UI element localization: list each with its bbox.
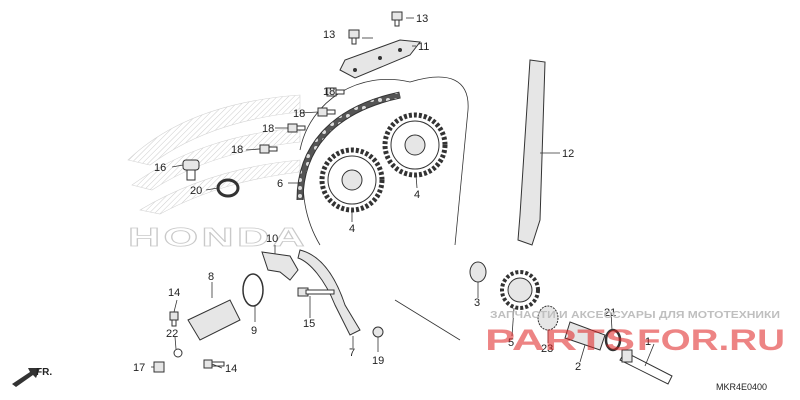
callout-20: 20 (190, 185, 202, 197)
callout-2: 2 (575, 361, 581, 373)
callout-9: 9 (251, 325, 257, 337)
part-6-cam-chain-links (297, 92, 401, 201)
callout-8: 8 (208, 271, 214, 283)
callout-1: 1 (645, 336, 651, 348)
honda-watermark-text: HONDA (128, 222, 308, 252)
callout-labels: 1 2 3 4 4 5 6 7 8 9 10 11 12 13 13 14 14… (133, 13, 651, 375)
diagram-code: MKR4E0400 (716, 382, 767, 392)
part-16-bolt (182, 159, 200, 181)
callout-4-b: 4 (414, 189, 420, 201)
callout-4-a: 4 (349, 223, 355, 235)
callout-5: 5 (508, 337, 514, 349)
callout-10: 10 (266, 233, 278, 245)
callout-21: 21 (604, 307, 616, 319)
leader-lines (151, 17, 655, 369)
front-direction-label: FR. (36, 367, 52, 378)
part-7-tensioner-arm (297, 249, 361, 336)
part-22-washer (173, 348, 183, 358)
front-direction-arrow: FR. (12, 367, 52, 387)
callout-17: 17 (133, 362, 145, 374)
callout-18-d: 18 (231, 144, 243, 156)
part-13-bolt (348, 29, 360, 45)
callout-18-a: 18 (323, 86, 335, 98)
part-3-collar (469, 261, 487, 283)
part-18-bolt-b (317, 107, 336, 117)
callout-7: 7 (349, 347, 355, 359)
part-18-bolt-d (259, 144, 278, 154)
part-8-tensioner-lifter (187, 299, 241, 341)
part-4-sprocket-rear (382, 112, 448, 178)
part-4-sprocket-front (319, 147, 385, 213)
part-2-shaft (564, 321, 606, 351)
part-10-pivot (261, 251, 299, 281)
callout-13-b: 13 (416, 13, 428, 25)
part-15-bolt (297, 287, 335, 297)
watermark-brand-parts: PARTS (485, 324, 635, 357)
callout-12: 12 (562, 148, 574, 160)
callout-23: 23 (541, 343, 553, 355)
callout-11: 11 (418, 41, 429, 53)
part-14-bolt-b (203, 359, 225, 369)
watermark-brand-for: FOR.RU (637, 324, 785, 357)
callout-18-b: 18 (293, 108, 305, 120)
part-23-needle-bearing (537, 305, 559, 331)
part-21-washer (604, 328, 622, 352)
part-19-washer (372, 326, 384, 338)
part-11-bracket (339, 39, 421, 79)
callout-19: 19 (372, 355, 384, 367)
callout-22: 22 (166, 328, 178, 340)
callout-15: 15 (303, 318, 315, 330)
callout-14-a: 14 (168, 287, 180, 299)
callout-3: 3 (474, 297, 480, 309)
part-14-bolt-a (169, 311, 179, 327)
callout-16: 16 (154, 162, 166, 174)
part-13-bolt-b (391, 11, 403, 27)
callout-14-b: 14 (225, 363, 237, 375)
part-17-bolt (153, 361, 165, 373)
part-18-bolt-c (287, 123, 306, 133)
part-1-bolt (619, 349, 673, 385)
part-5-gear (500, 270, 540, 310)
honda-wing-watermark: HONDA (127, 94, 308, 252)
watermark-tagline: ЗАПЧАСТИ И АКСЕССУАРЫ ДЛЯ МОТОТЕХНИКИ (490, 310, 780, 321)
callout-18-c: 18 (262, 123, 274, 135)
callout-13-a: 13 (323, 29, 335, 41)
chain-outline (299, 76, 469, 246)
part-12-chain-guide (517, 59, 546, 246)
callout-6: 6 (277, 178, 283, 190)
part-9-gasket (242, 273, 264, 307)
